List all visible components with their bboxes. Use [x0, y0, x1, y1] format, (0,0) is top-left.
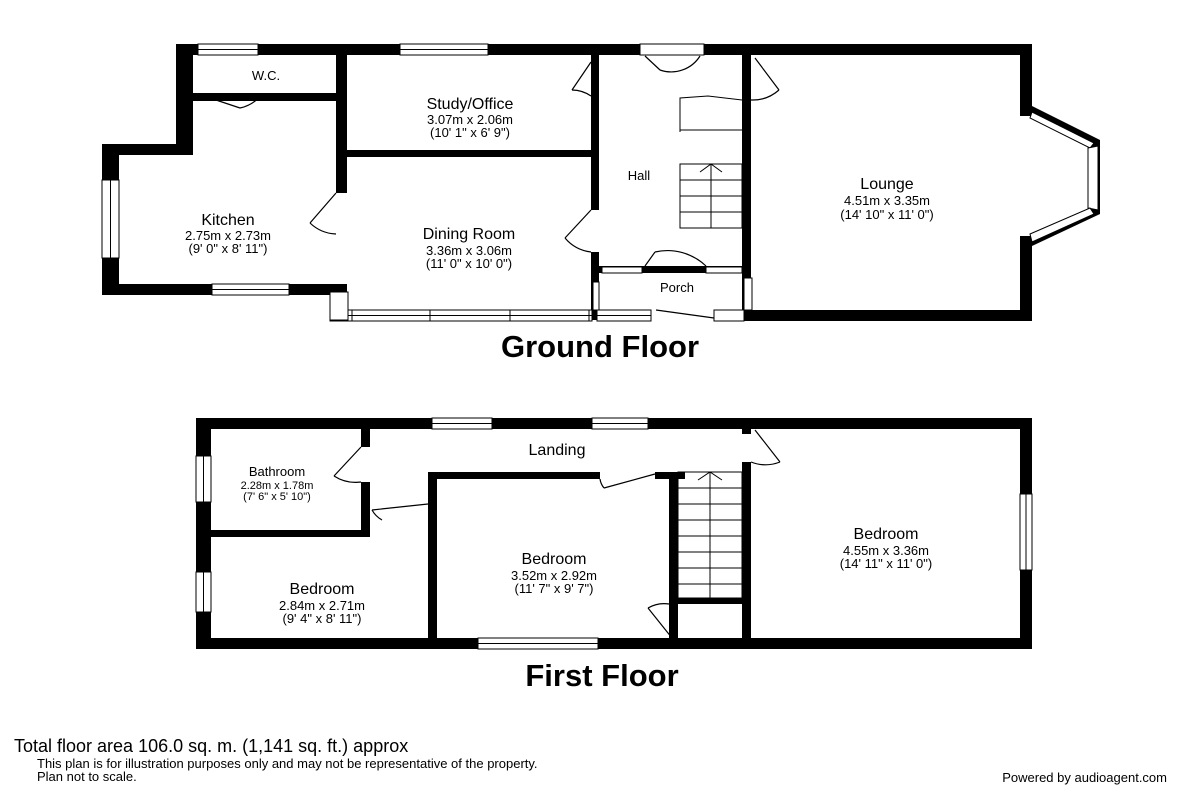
room-dim-imperial-dining: (11' 0" x 10' 0") [426, 256, 512, 271]
room-name-porch: Porch [660, 280, 694, 295]
first-floor-labels: Landing Bathroom 2.28m x 1.78m (7' 6" x … [241, 442, 933, 693]
disclaimer-line-2: Plan not to scale. [37, 769, 137, 784]
powered-by-credit: Powered by audioagent.com [1002, 770, 1167, 785]
ground-floor-plan: W.C. Study/Office 3.07m x 2.06m (10' 1" … [101, 43, 1100, 364]
room-name-bathroom: Bathroom [249, 464, 305, 479]
room-name-lounge: Lounge [860, 176, 913, 193]
floor-title-ground: Ground Floor [501, 329, 699, 364]
room-dim-metric-bedroom-left: 2.84m x 2.71m [279, 598, 365, 613]
room-dim-imperial-bedroom-middle: (11' 7" x 9' 7") [515, 581, 594, 596]
first-floor-stairs [677, 471, 743, 599]
ground-floor-walls [102, 44, 1100, 321]
room-name-wc: W.C. [252, 68, 280, 83]
room-name-hall: Hall [628, 168, 651, 183]
room-dim-metric-bathroom: 2.28m x 1.78m [241, 480, 314, 492]
room-dim-metric-bedroom-middle: 3.52m x 2.92m [511, 568, 597, 583]
first-floor-plan: Landing Bathroom 2.28m x 1.78m (7' 6" x … [195, 417, 1033, 693]
room-name-study: Study/Office [427, 96, 514, 113]
room-name-bedroom-middle: Bedroom [522, 551, 587, 568]
floor-title-first: First Floor [525, 658, 678, 693]
room-dim-metric-kitchen: 2.75m x 2.73m [185, 228, 271, 243]
ground-floor-doors [203, 55, 780, 319]
ground-floor-windows [101, 43, 1099, 322]
first-floor-windows [195, 417, 1033, 650]
disclaimer-line-1: This plan is for illustration purposes o… [37, 756, 538, 771]
room-dim-imperial-bathroom: (7' 6" x 5' 10") [243, 491, 311, 503]
room-dim-metric-bedroom-right: 4.55m x 3.36m [843, 543, 929, 558]
room-name-bedroom-left: Bedroom [290, 581, 355, 598]
total-floor-area: Total floor area 106.0 sq. m. (1,141 sq.… [14, 736, 409, 756]
room-dim-metric-lounge: 4.51m x 3.35m [844, 193, 930, 208]
room-dim-imperial-bedroom-left: (9' 4" x 8' 11") [283, 611, 362, 626]
room-name-bedroom-right: Bedroom [854, 526, 919, 543]
room-name-kitchen: Kitchen [201, 212, 254, 229]
room-dim-imperial-bedroom-right: (14' 11" x 11' 0") [840, 556, 932, 571]
room-dim-metric-dining: 3.36m x 3.06m [426, 243, 512, 258]
room-dim-imperial-study: (10' 1" x 6' 9") [430, 125, 510, 140]
room-dim-imperial-kitchen: (9' 0" x 8' 11") [189, 241, 268, 256]
disclaimer: This plan is for illustration purposes o… [37, 757, 538, 783]
room-name-landing: Landing [529, 442, 586, 459]
first-floor-doors [333, 429, 781, 639]
room-name-dining: Dining Room [423, 226, 515, 243]
room-dim-metric-study: 3.07m x 2.06m [427, 112, 513, 127]
room-dim-imperial-lounge: (14' 10" x 11' 0") [840, 207, 933, 222]
ground-floor-stairs [679, 95, 743, 229]
ground-floor-labels: W.C. Study/Office 3.07m x 2.06m (10' 1" … [185, 68, 934, 364]
floor-plan-diagram: .wall { fill: #000; } .win { fill: #fff;… [101, 43, 1100, 693]
